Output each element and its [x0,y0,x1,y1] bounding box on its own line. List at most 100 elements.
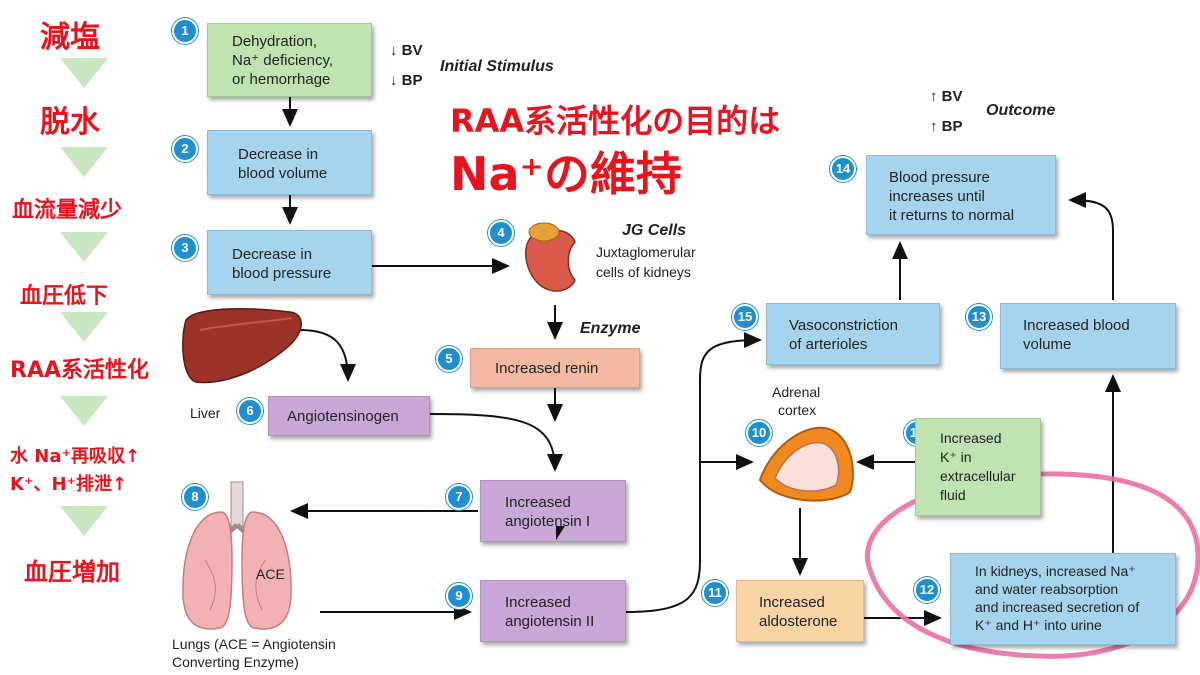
node-9-line2: angiotensin II [505,613,595,630]
node-vasoconstriction: Vasoconstriction of arterioles [766,303,940,365]
node-16-line1: Increased [940,430,1002,446]
liver-label: Liver [190,405,221,421]
node-16-line3: extracellular [940,468,1016,484]
sidebar-step-1: 減塩 [40,20,100,55]
node-1-line3: or hemorrhage [232,71,331,88]
node-6-line1: Angiotensinogen [287,408,399,425]
step-badge-15: 15 [732,304,758,330]
step-badge-4: 4 [488,220,514,246]
node-increased-angiotensin-i: Increased angiotensin I [480,480,626,542]
node-14-line1: Blood pressure [889,169,990,186]
step-badge-11: 11 [702,580,728,606]
node-kidney-reabsorption: In kidneys, increased Na⁺ and water reab… [950,553,1176,645]
arrow-6-7 [429,413,563,472]
node-increased-potassium: Increased K⁺ in extracellular fluid [915,418,1041,516]
step-badge-7: 7 [446,484,472,510]
kidney-illustration [525,222,576,292]
node-2-line1: Decrease in [238,146,319,163]
node-11-line2: aldosterone [759,613,838,630]
node-11-line1: Increased [759,594,825,611]
node-increased-renin: Increased renin [470,348,640,388]
node-4-title: JG Cells [622,222,687,239]
node-12-line1: In kidneys, increased Na⁺ [975,563,1136,579]
node-13-line1: Increased blood [1023,317,1130,334]
step-badge-2: 2 [172,136,198,162]
arrow-13-14 [1068,192,1114,300]
node-3-line2: blood pressure [232,265,332,282]
step-badge-5: 5 [436,346,462,372]
node-4-line2: cells of kidneys [596,264,691,280]
node-increased-blood-volume: Increased blood volume [1000,303,1176,369]
stimulus-bv: ↓ BV [390,42,423,59]
node-14-line2: increases until [889,188,985,205]
mouse-cursor-icon [556,526,565,540]
sidebar-step-5: RAA系活性化 [10,358,149,383]
outcome-bv: ↑ BV [930,88,963,105]
enzyme-label: Enzyme [580,320,641,337]
lungs-caption-line1: Lungs (ACE = Angiotensin [172,636,336,652]
step-badge-14: 14 [830,156,856,182]
node-5-line1: Increased renin [495,360,599,377]
node-15-line2: of arterioles [789,336,868,353]
sidebar-step-6: 水 Na⁺再吸収↑ [10,446,141,467]
outcome-label: Outcome [986,102,1056,119]
node-13-line2: volume [1023,336,1072,353]
stimulus-label: Initial Stimulus [440,58,554,75]
node-10-line1: Adrenal [772,384,821,400]
ace-label: ACE [256,566,285,582]
sidebar-step-7: K⁺、H⁺排泄↑ [10,474,128,495]
node-1-line2: Na⁺ deficiency, [232,52,334,69]
step-badge-10: 10 [746,420,772,446]
sidebar-step-4: 血圧低下 [20,284,109,309]
lungs-illustration [182,481,292,630]
down-arrow-icon [60,312,108,342]
node-2-line2: blood volume [238,165,328,182]
down-arrow-icon [60,58,108,88]
node-12-line4: K⁺ and H⁺ into urine [975,617,1102,633]
headline-line1: RAA系活性化の目的は [450,102,781,140]
node-increased-aldosterone: Increased aldosterone [736,580,864,642]
node-decrease-blood-volume: Decrease in blood volume [207,130,372,195]
sidebar-step-8: 血圧増加 [24,558,120,586]
node-3-line1: Decrease in [232,246,313,263]
node-initial-stimulus: Dehydration, Na⁺ deficiency, or hemorrha… [207,23,372,97]
lungs-caption-line2: Converting Enzyme) [172,654,299,670]
down-arrow-icon [60,506,108,536]
node-1-line1: Dehydration, [232,33,318,50]
node-blood-pressure-normal: Blood pressure increases until it return… [866,155,1056,235]
node-7-line2: angiotensin I [505,513,591,530]
node-decrease-blood-pressure: Decrease in blood pressure [207,230,372,295]
arrow-liver-6 [299,329,356,382]
step-badge-3: 3 [172,235,198,261]
node-12-line3: and increased secretion of [975,599,1140,615]
node-9-line1: Increased [505,594,571,611]
step-badge-1: 1 [172,18,198,44]
liver-illustration [182,307,302,384]
step-badge-6: 6 [237,398,263,424]
outcome-bp: ↑ BP [930,118,963,135]
node-increased-angiotensin-ii: Increased angiotensin II [480,580,626,642]
down-arrow-icon [60,147,108,177]
step-badge-9: 9 [446,583,472,609]
headline-line2: Na⁺の維持 [450,147,682,201]
node-angiotensinogen: Angiotensinogen [268,396,430,436]
down-arrow-icon [60,396,108,426]
adrenal-cortex-illustration [758,426,854,502]
node-16-line2: K⁺ in [940,449,972,465]
arrow-9-15 [625,332,762,613]
node-7-line1: Increased [505,494,571,511]
step-badge-12: 12 [914,577,940,603]
step-badge-8: 8 [182,484,208,510]
step-badge-13: 13 [966,304,992,330]
node-4-line1: Juxtaglomerular [596,244,696,260]
stimulus-bp: ↓ BP [390,72,423,89]
node-10-line2: cortex [778,402,817,418]
sidebar-step-2: 脱水 [40,105,100,140]
down-arrow-icon [60,232,108,262]
node-16-line4: fluid [940,487,966,503]
sidebar-step-3: 血流量減少 [12,198,123,223]
node-15-line1: Vasoconstriction [789,317,898,334]
node-12-line2: and water reabsorption [975,581,1119,597]
node-14-line3: it returns to normal [889,207,1015,224]
